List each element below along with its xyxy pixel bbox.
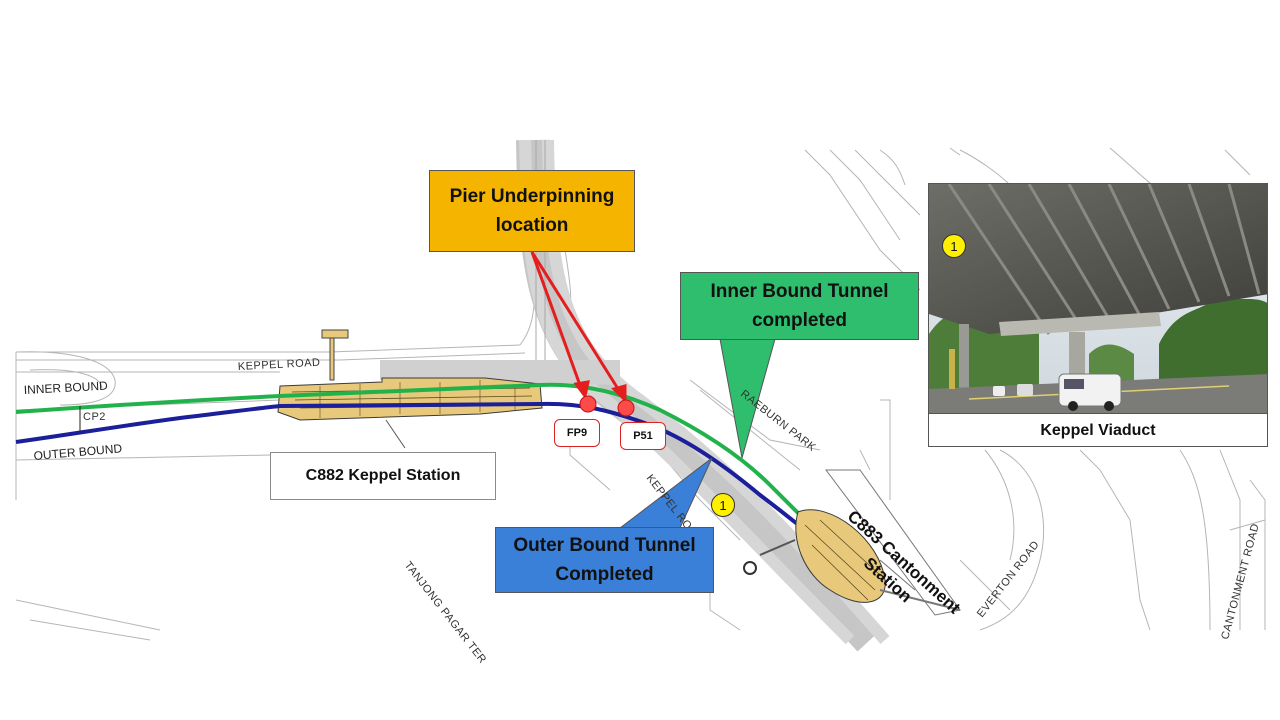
pier-underpinning-text: Pier Underpinning location [449,186,615,236]
outer-bound-text: Outer Bound Tunnel Completed [513,535,696,585]
pier-arrows [530,251,627,404]
cp2-label: CP2 [83,411,106,423]
inner-bound-callout: Inner Bound Tunnel completed [680,272,919,340]
viaduct-photo [929,184,1267,413]
pier-tag-fp9: FP9 [554,419,600,447]
cantonment-station-footprint [743,469,961,616]
outer-bound-tunnel [15,401,802,528]
pier-tag-p51: P51 [620,422,666,450]
keppel-station-label: C882 Keppel Station [270,452,496,500]
outer-bound-callout: Outer Bound Tunnel Completed [495,527,714,593]
pier-underpinning-callout: Pier Underpinning location [429,170,635,252]
photo-location-marker: 1 [711,493,735,517]
road-label-everton: EVERTON ROAD [975,539,1042,620]
pier-fp9-dot [579,395,597,413]
inner-bound-text: Inner Bound Tunnel completed [710,281,889,331]
pier-p51-dot [617,399,635,417]
inner-bound-label: INNER BOUND [23,379,108,397]
road-label-tanjong-pagar: TANJONG PAGAR TER [402,559,489,666]
road-label-keppel: KEPPEL ROAD [238,357,321,373]
outer-bound-label: OUTER BOUND [33,441,123,463]
viaduct-photo-panel: Keppel Viaduct [928,183,1268,447]
photo-caption: Keppel Viaduct [929,413,1267,446]
photo-marker: 1 [942,234,966,258]
road-label-cantonment: CANTONMENT ROAD [1219,522,1262,641]
